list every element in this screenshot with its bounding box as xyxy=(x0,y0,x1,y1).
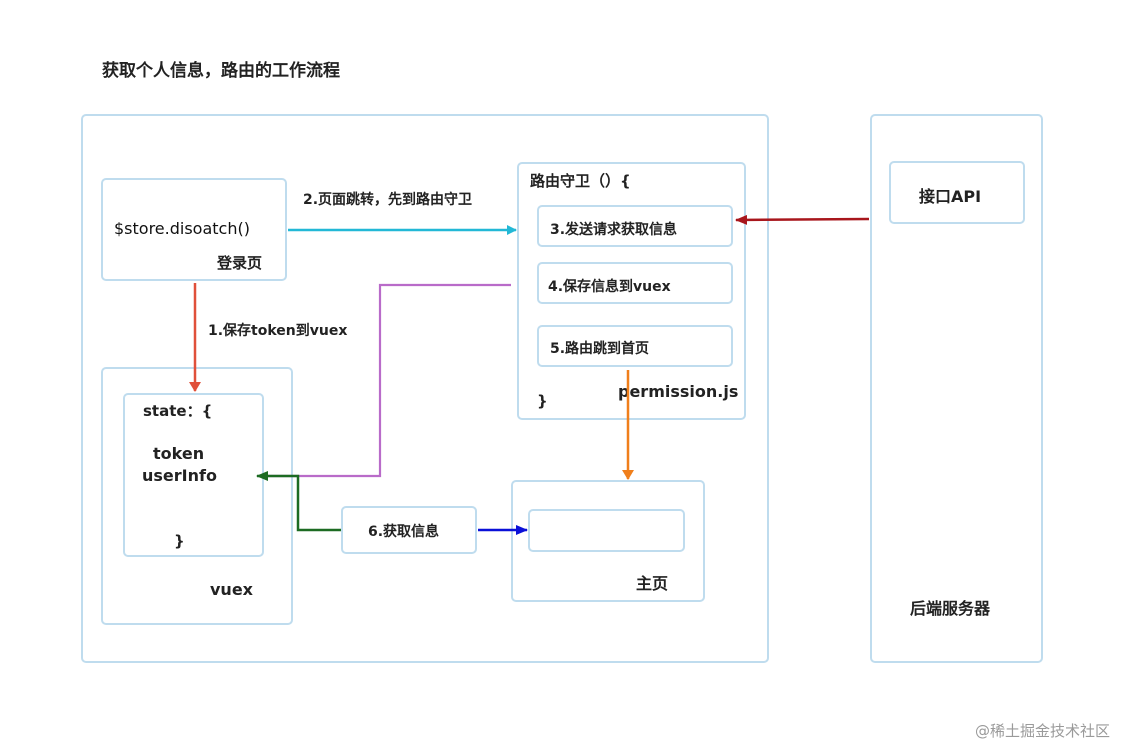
route-guard-header: 路由守卫（）{ xyxy=(530,172,631,190)
permission-file-label: permission.js xyxy=(618,382,739,401)
step-request-label: 3.发送请求获取信息 xyxy=(550,222,678,238)
api-box xyxy=(889,161,1025,224)
line-guard-to-state xyxy=(264,283,511,478)
arrow-api-to-guard xyxy=(735,214,870,225)
login-page-label: 登录页 xyxy=(217,254,263,272)
jump-edge-label: 2.页面跳转，先到路由守卫 xyxy=(303,192,473,208)
state-box xyxy=(123,393,264,557)
home-content-box xyxy=(528,509,685,552)
step-redirect-box xyxy=(537,325,733,367)
step-redirect-label: 5.路由跳到首页 xyxy=(550,341,650,357)
fetch-info-label: 6.获取信息 xyxy=(368,524,440,540)
step-save-box xyxy=(537,262,733,304)
state-open: state：{ xyxy=(143,402,213,420)
api-label: 接口API xyxy=(919,187,982,206)
state-token: token xyxy=(153,444,205,463)
home-page-label: 主页 xyxy=(636,574,669,593)
state-userinfo: userInfo xyxy=(142,466,217,485)
dispatch-call: $store.disoatch() xyxy=(114,219,250,238)
state-close: } xyxy=(174,532,185,550)
watermark: @稀土掘金技术社区 xyxy=(975,722,1111,740)
step-request-box xyxy=(537,205,733,247)
arrow-fetch-to-state xyxy=(256,471,341,532)
login-page-box xyxy=(101,178,287,281)
step-save-label: 4.保存信息到vuex xyxy=(548,279,671,295)
backend-server-label: 后端服务器 xyxy=(910,599,991,618)
save-token-edge-label: 1.保存token到vuex xyxy=(208,323,348,339)
diagram-title: 获取个人信息，路由的工作流程 xyxy=(102,61,340,81)
fetch-info-box xyxy=(341,506,477,554)
route-guard-close: } xyxy=(537,392,548,410)
vuex-label: vuex xyxy=(210,580,253,599)
